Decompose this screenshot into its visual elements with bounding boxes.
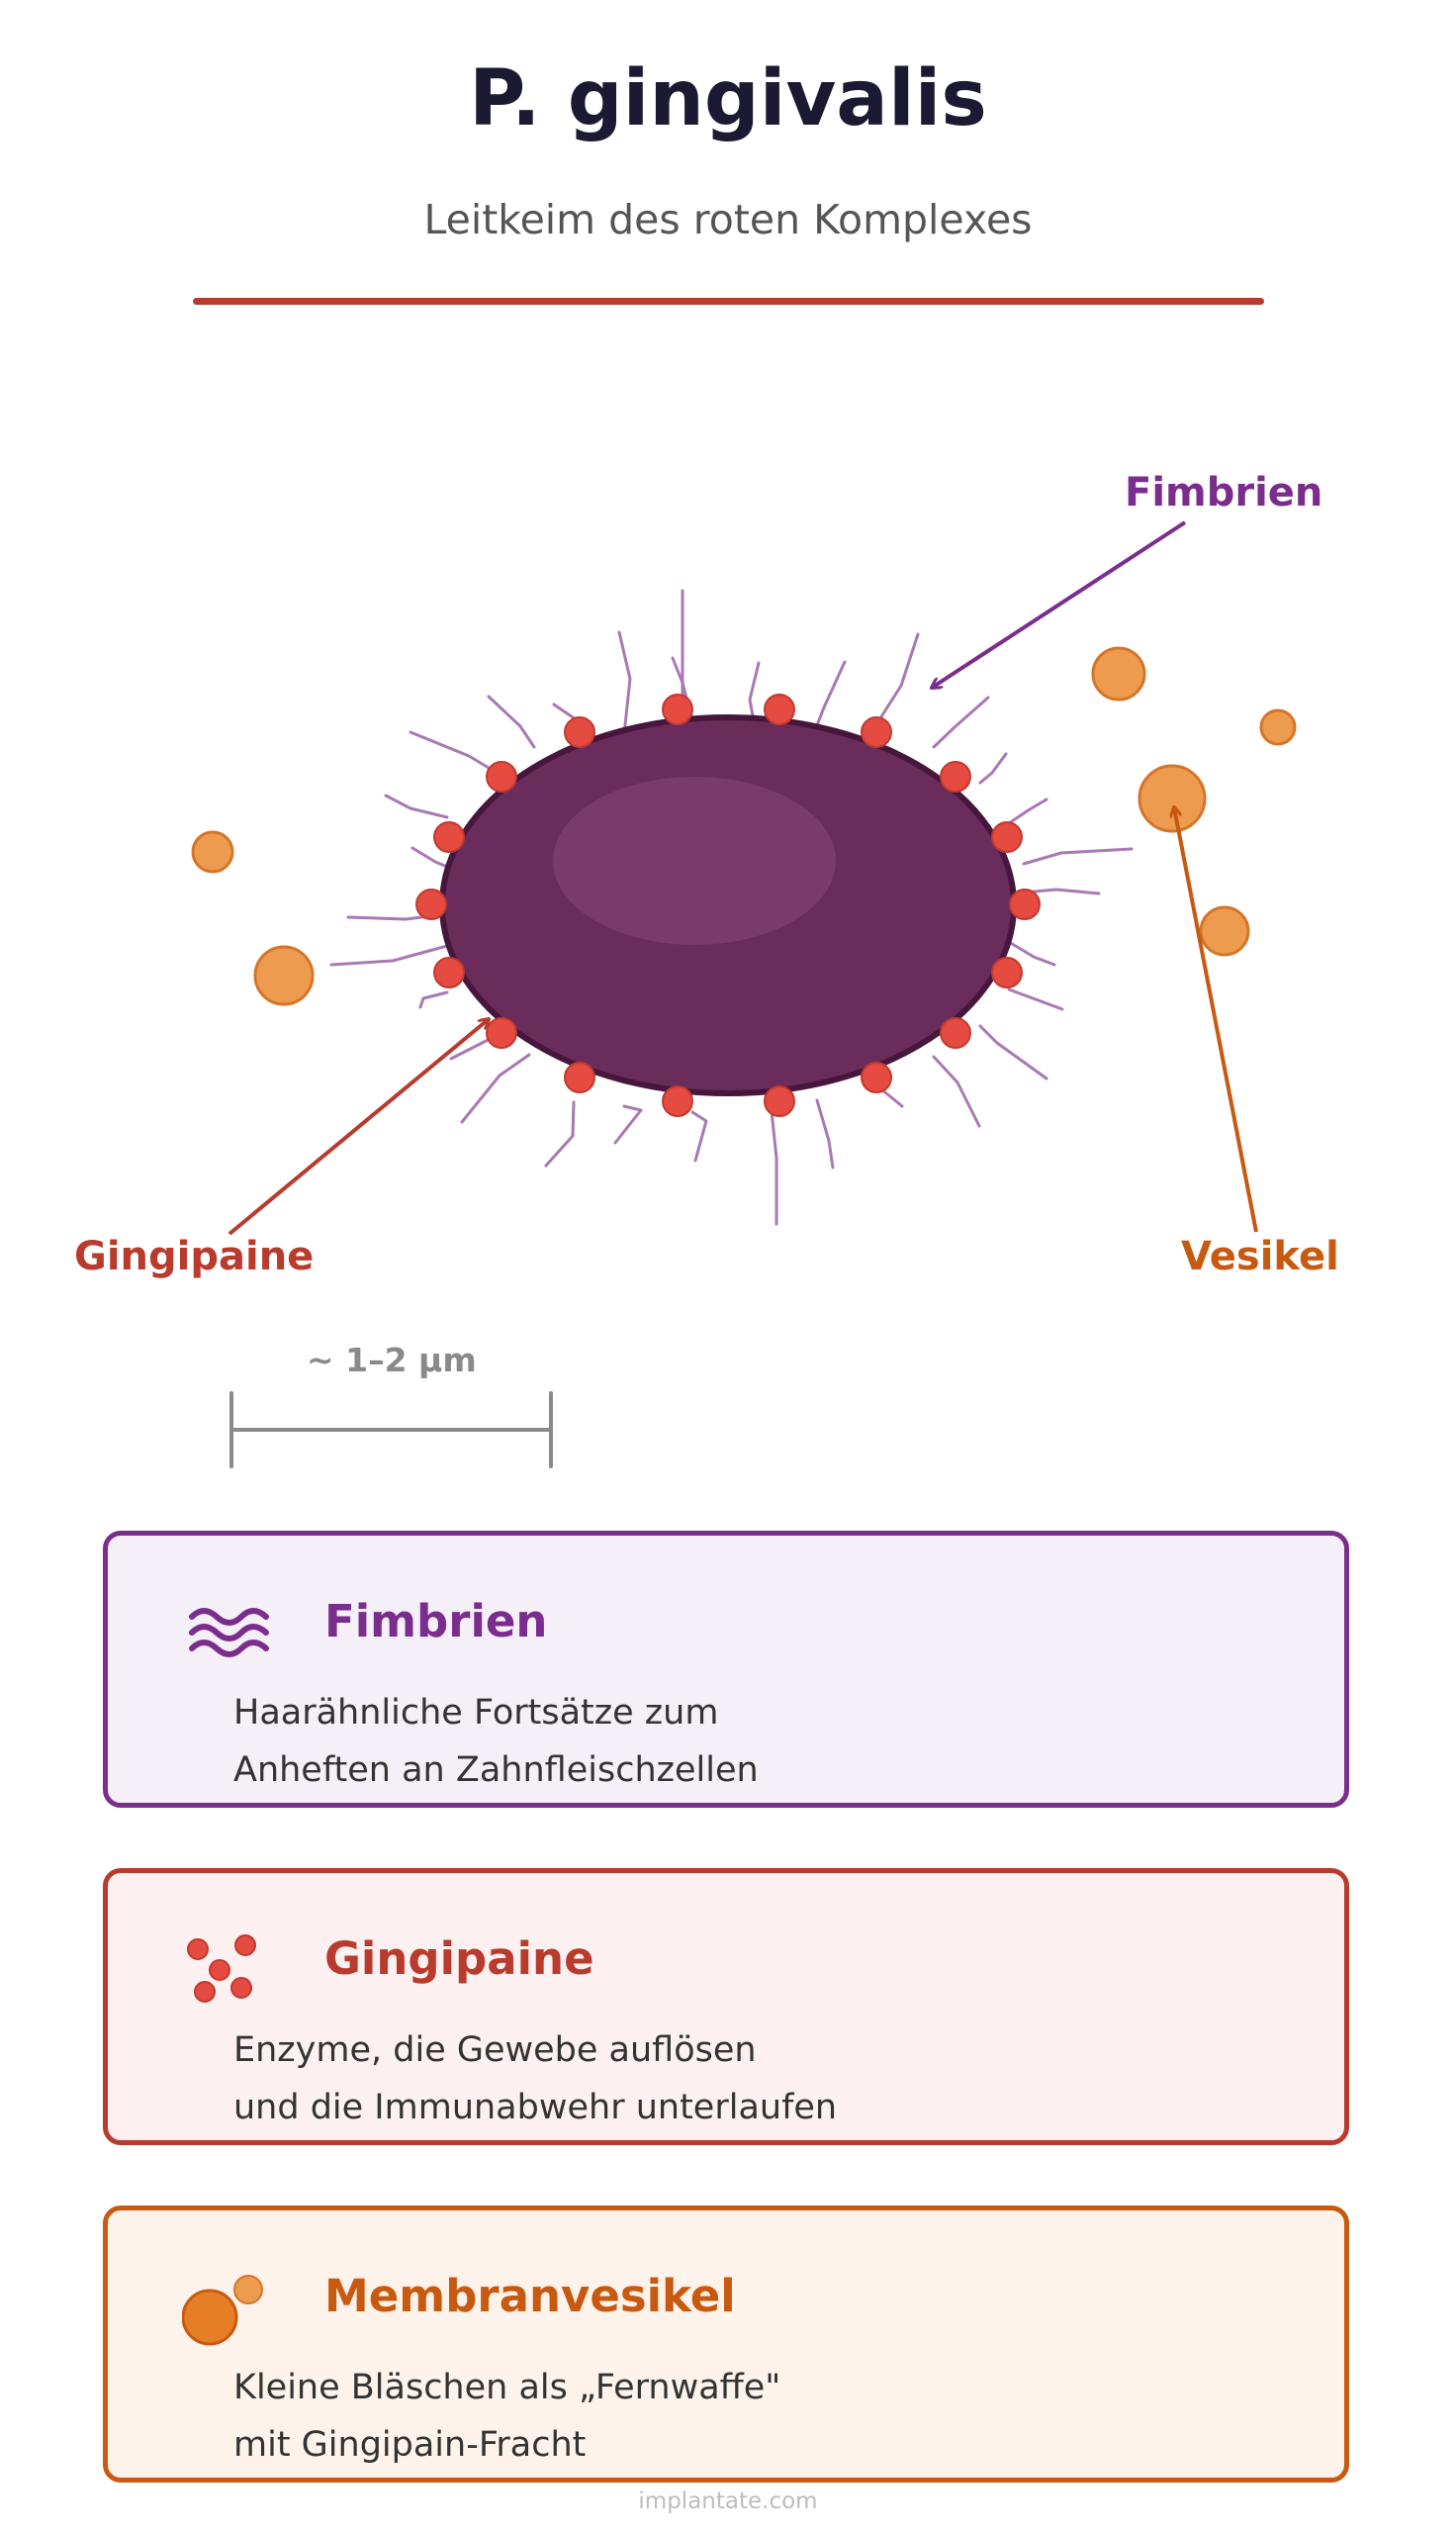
title-divider xyxy=(193,298,1264,305)
card-description: Haarähnliche Fortsätze zum Anheften an Z… xyxy=(233,1693,759,1790)
callout-gingipaine: Gingipaine xyxy=(74,1234,315,1279)
membrane-vesicles xyxy=(191,646,1297,1006)
bacterium-diagram xyxy=(191,520,1297,1468)
gingipaine-arrow xyxy=(228,1019,489,1236)
page-subtitle: Leitkeim des roten Komplexes xyxy=(423,196,1033,243)
card-description: Enzyme, die Gewebe auflösen und die Immu… xyxy=(233,2030,838,2127)
card-title: Fimbrien xyxy=(324,1595,548,1647)
card-description: Kleine Bläschen als „Fernwaffe" mit Ging… xyxy=(233,2368,781,2465)
scale-bar xyxy=(229,1391,553,1468)
card-title: Membranvesikel xyxy=(324,2270,736,2322)
card-fimbrien: Fimbrien Haarähnliche Fortsätze zum Anhe… xyxy=(103,1531,1349,1808)
card-title: Gingipaine xyxy=(324,1932,594,1985)
card-membranvesikel: Membranvesikel Kleine Bläschen als „Fern… xyxy=(103,2205,1349,2483)
footer-source: implantate.com xyxy=(638,2488,818,2514)
fimbriae-group xyxy=(329,589,1134,1226)
card-gingipaine: Gingipaine Enzyme, die Gewebe auflösen u… xyxy=(103,1868,1349,2145)
vesikel-arrow xyxy=(1174,807,1258,1233)
bacterium-highlight xyxy=(553,777,836,945)
callout-vesikel: Vesikel xyxy=(1181,1234,1339,1279)
vesicle-icon xyxy=(182,2275,263,2346)
enzyme-dots-icon xyxy=(187,1934,256,2003)
callout-fimbrien: Fimbrien xyxy=(1125,470,1323,516)
page-title: P. gingivalis xyxy=(469,54,987,143)
scale-label: ~ 1–2 µm xyxy=(307,1341,477,1379)
fimbrien-arrow xyxy=(932,520,1187,688)
wave-icon xyxy=(189,1608,269,1657)
gingipain-dots xyxy=(415,694,1041,1117)
